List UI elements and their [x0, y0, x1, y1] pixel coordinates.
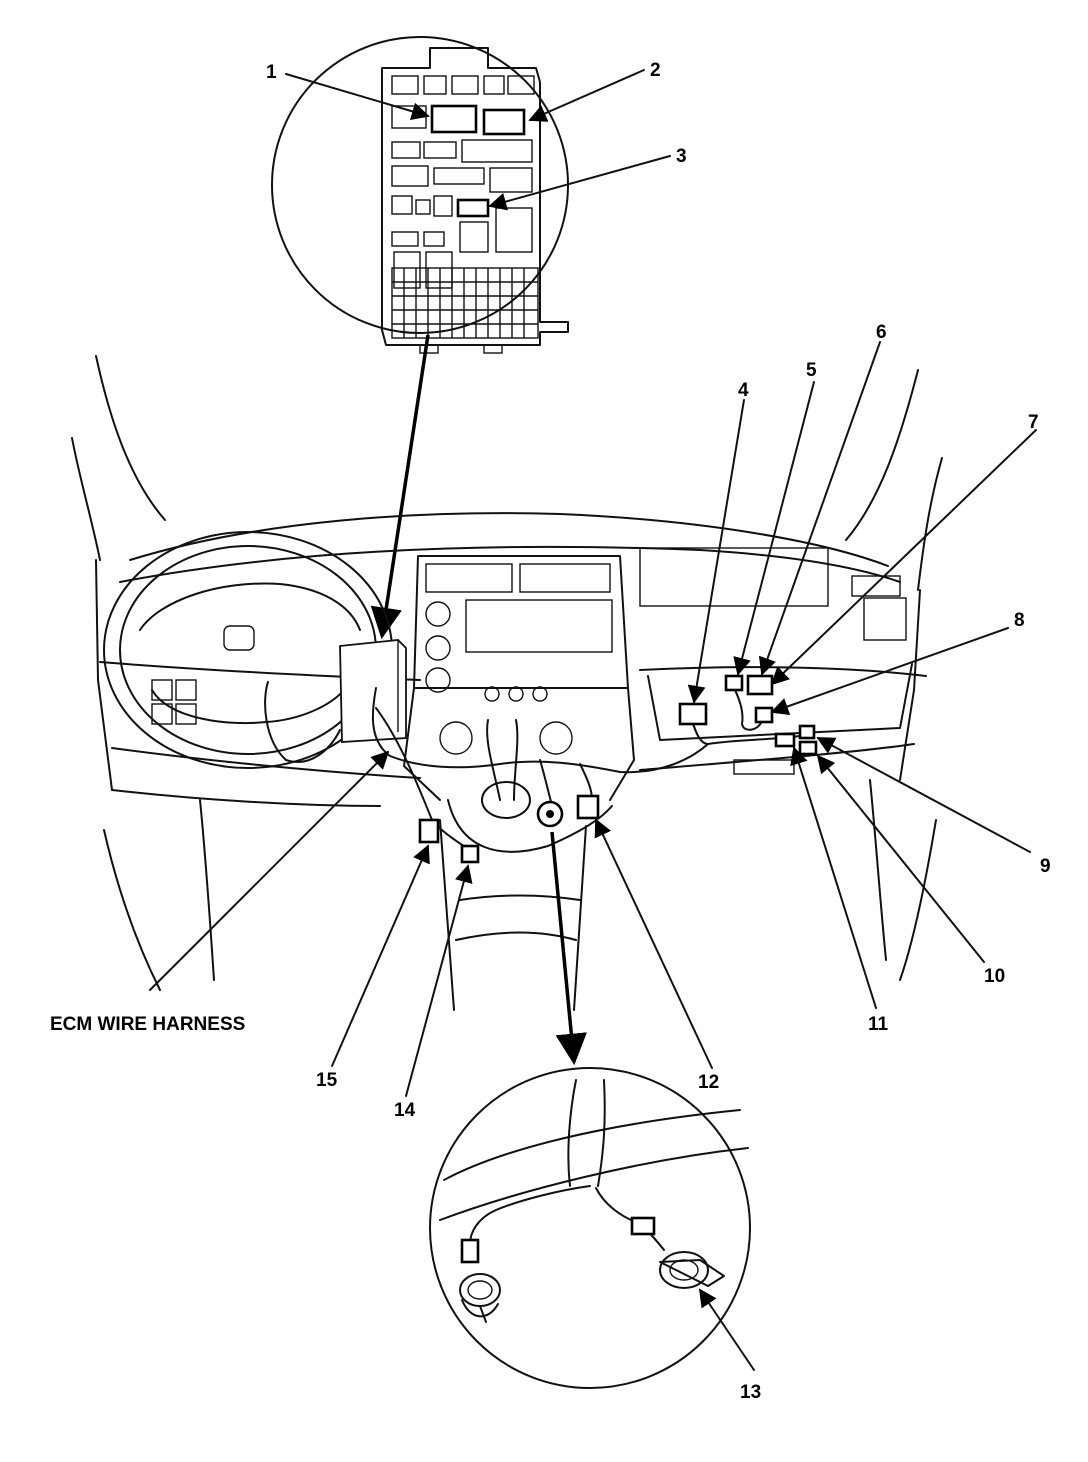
connector-3	[456, 198, 490, 218]
callout-3: 3	[676, 146, 687, 167]
callout-12: 12	[698, 1072, 719, 1093]
relay-2	[482, 108, 526, 136]
connector-parts	[418, 674, 818, 864]
connector-15	[418, 818, 440, 844]
callout-1: 1	[266, 62, 277, 83]
connector-9	[798, 724, 816, 740]
callout-11: 11	[868, 1014, 889, 1035]
sensor-detail-inset	[429, 1067, 751, 1389]
ecm-module	[339, 639, 407, 743]
callout-10: 10	[984, 966, 1005, 987]
connector-12	[576, 794, 600, 820]
dashboard-drawing	[71, 355, 943, 1011]
sensor-connector-right	[630, 1216, 656, 1236]
callout-13: 13	[740, 1382, 761, 1403]
relay-1	[430, 104, 478, 134]
sensor-13	[659, 1251, 709, 1289]
callout-14: 14	[394, 1100, 416, 1121]
callout-5: 5	[806, 360, 817, 381]
callout-9: 9	[1040, 856, 1051, 877]
leader-lines	[149, 341, 1037, 1097]
callout-6: 6	[876, 322, 887, 343]
callout-4: 4	[738, 380, 749, 401]
sensor-connector-left	[460, 1238, 480, 1264]
connector-14	[460, 844, 480, 864]
callout-15: 15	[316, 1070, 338, 1091]
fuse-box-inset	[271, 36, 569, 354]
callout-2: 2	[650, 60, 661, 81]
connector-4	[678, 702, 708, 726]
callout-labels: 1 2 3 4 5 6 7 8 9 10 11 12 13 14 15 ECM …	[50, 60, 1051, 1403]
connector-10	[798, 740, 818, 756]
connector-11	[774, 732, 796, 748]
callout-7: 7	[1028, 412, 1039, 433]
connector-8	[754, 706, 774, 724]
connector-5	[724, 674, 744, 692]
ecm-wire-harness-label: ECM WIRE HARNESS	[50, 1014, 245, 1035]
callout-8: 8	[1014, 610, 1025, 631]
connector-6	[746, 674, 774, 696]
